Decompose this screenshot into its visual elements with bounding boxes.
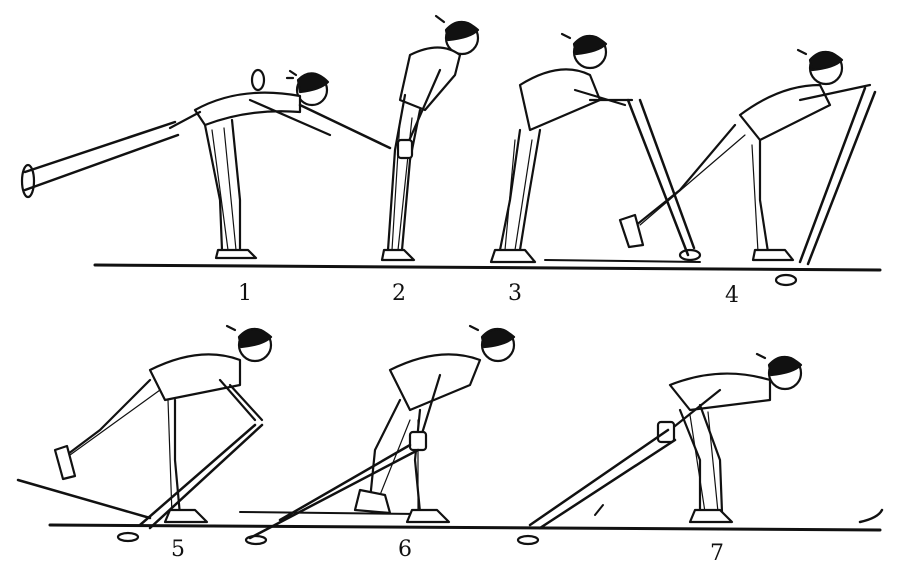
frame-labels: 1 2 3 4 5 6 7 <box>171 281 739 566</box>
skier-figure-2 <box>382 16 478 260</box>
frame-label-2: 2 <box>392 281 406 306</box>
skier-figure-3 <box>491 34 700 262</box>
skier-figure-1 <box>22 70 390 258</box>
skier-figure-4 <box>620 50 875 285</box>
frame-label-6: 6 <box>398 537 412 562</box>
frame-label-7: 7 <box>710 541 724 566</box>
ground-line-bottom <box>18 480 882 530</box>
skier-figure-5 <box>55 326 271 541</box>
frame-label-3: 3 <box>508 281 522 306</box>
skier-figure-6 <box>246 326 514 544</box>
frame-label-1: 1 <box>238 281 252 306</box>
frame-label-4: 4 <box>725 283 739 308</box>
frame-label-5: 5 <box>171 537 185 562</box>
skier-figure-7 <box>518 354 801 544</box>
ground-line-top <box>95 260 880 270</box>
